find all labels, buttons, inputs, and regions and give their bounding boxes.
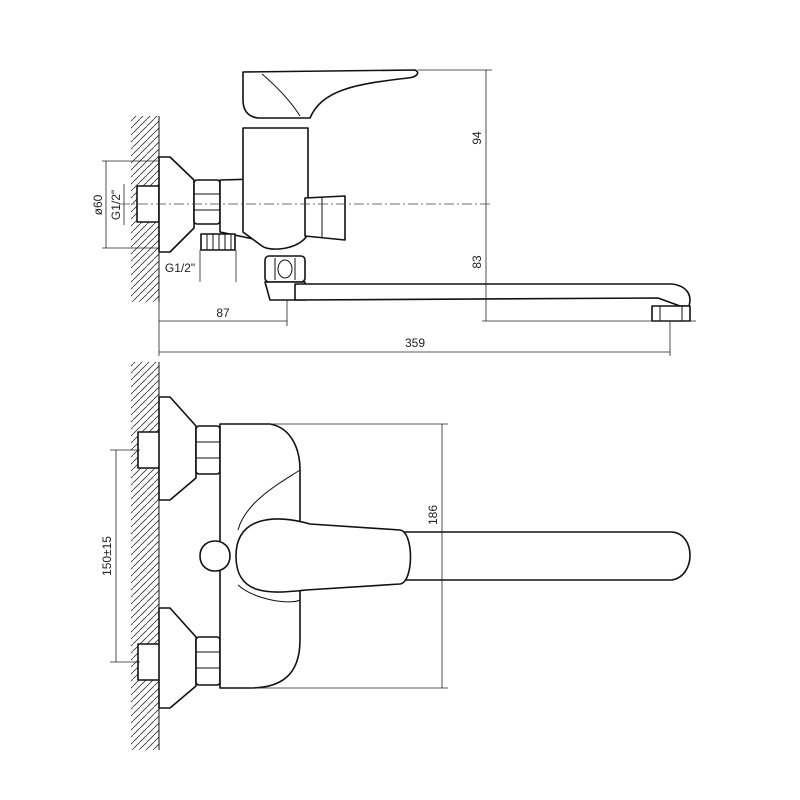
upper-inlet-pipe xyxy=(137,431,161,469)
lower-nut xyxy=(195,636,221,686)
dim-label-inlet-spacing: 150±15 xyxy=(100,536,114,576)
upper-nut xyxy=(195,425,221,475)
aerator xyxy=(651,305,691,322)
dim-label-359: 359 xyxy=(405,336,425,350)
side-view: 94 83 ø60 G1/2" G1/2" 87 359 xyxy=(91,69,696,356)
eccentric-nut xyxy=(193,179,221,225)
shower-outlet-thread xyxy=(200,233,236,251)
handle xyxy=(242,69,419,119)
spout-front xyxy=(399,531,691,581)
dim-label-flange-diameter: ø60 xyxy=(91,194,105,215)
front-view: 186 150±15 xyxy=(100,362,691,750)
dim-label-thread-wall: G1/2" xyxy=(109,190,123,220)
spout xyxy=(294,283,691,307)
dim-label-94: 94 xyxy=(470,131,484,145)
wall-hatch-bottom xyxy=(131,362,159,750)
dim-label-87: 87 xyxy=(216,306,230,320)
dim-label-83: 83 xyxy=(470,255,484,269)
valve-housing xyxy=(242,127,309,250)
diverter-front xyxy=(199,540,231,572)
lower-flange xyxy=(158,607,197,709)
wall-flange xyxy=(158,156,195,253)
diverter-knob xyxy=(304,195,346,241)
dim-label-thread-outlet: G1/2" xyxy=(165,261,195,275)
handle-front xyxy=(235,518,412,593)
dim-label-186: 186 xyxy=(426,505,440,525)
upper-flange xyxy=(158,396,197,501)
lower-inlet-pipe xyxy=(137,643,161,681)
